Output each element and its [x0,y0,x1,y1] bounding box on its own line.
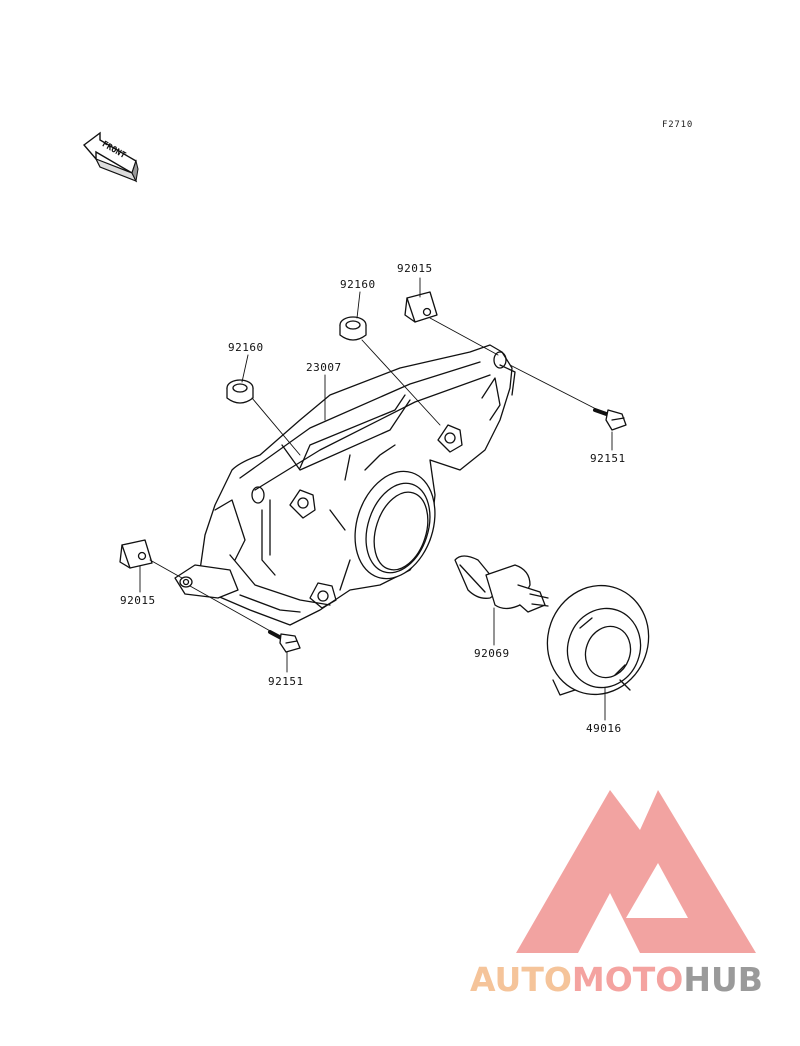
part-number-label: 49016 [586,722,622,735]
part-number-label: 92069 [474,647,510,660]
watermark-moto: MOTO [571,960,684,999]
part-number-label: 92160 [228,341,264,354]
part-number-label: 23007 [306,361,342,374]
headlight-cover [546,584,650,696]
part-number-label: 92015 [397,262,433,275]
bolt-right [593,408,627,431]
clip-nut-top [404,291,438,323]
grommet-top [339,316,367,341]
part-number-label: 92160 [340,278,376,291]
watermark-logo-icon [516,790,756,953]
bolt-bottom [268,630,301,653]
part-number-label: 92015 [120,594,156,607]
grommet-left [226,379,254,404]
headlight-bulb [454,555,549,613]
figure-code: F2710 [662,120,694,130]
clip-nut-left [119,539,153,569]
watermark-wordmark: AUTOMOTOHUB [470,960,763,999]
part-number-label: 92151 [268,675,304,688]
leader-lines [139,277,613,721]
front-arrow-icon: FRONT [82,131,139,183]
part-number-label: 92151 [590,452,626,465]
watermark-auto: AUTO [470,960,572,999]
headlight-housing [174,344,516,626]
watermark-hub: HUB [683,960,763,999]
